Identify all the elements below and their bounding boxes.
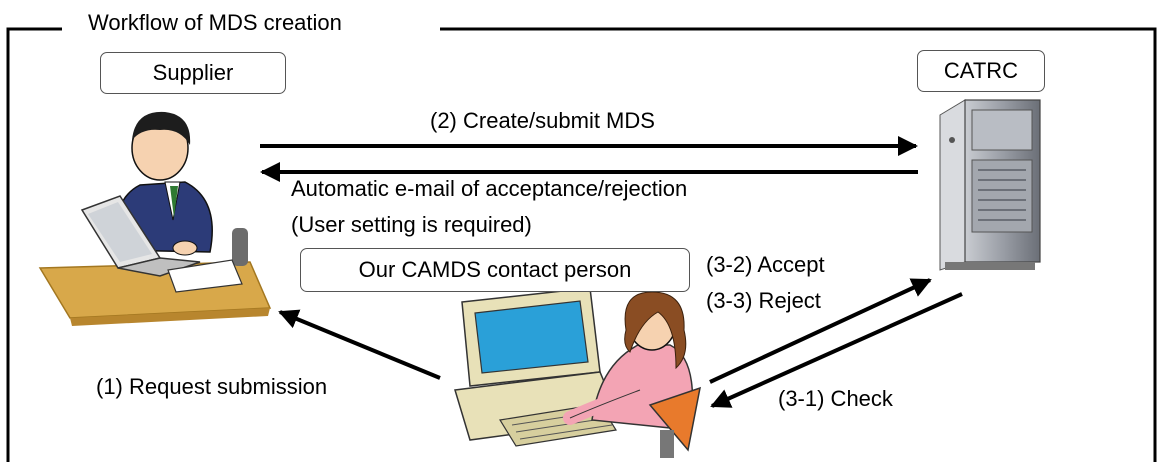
- step-reject-label: (3-3) Reject: [706, 288, 821, 313]
- arrow-accept-reject: [709, 278, 932, 384]
- server-illustration: [939, 99, 1041, 271]
- supplier-label: Supplier: [100, 52, 286, 94]
- catrc-label: CATRC: [917, 50, 1045, 92]
- arrow-request-submission: [278, 309, 441, 380]
- arrow-check: [710, 292, 963, 408]
- frame-border: [6, 27, 1157, 462]
- step-accept-label: (3-2) Accept: [706, 252, 825, 277]
- step-check-label: (3-1) Check: [778, 386, 893, 411]
- contact-person-illustration: [454, 287, 701, 458]
- step-create-submit-label: (2) Create/submit MDS: [430, 108, 655, 133]
- contact-person-label: Our CAMDS contact person: [300, 248, 690, 292]
- step-user-setting-label: (User setting is required): [291, 212, 532, 237]
- frame-title: Workflow of MDS creation: [82, 12, 348, 34]
- step-auto-email-label: Automatic e-mail of acceptance/rejection: [291, 176, 688, 201]
- step-request-submission-label: (1) Request submission: [96, 374, 328, 399]
- supplier-illustration: [38, 111, 272, 326]
